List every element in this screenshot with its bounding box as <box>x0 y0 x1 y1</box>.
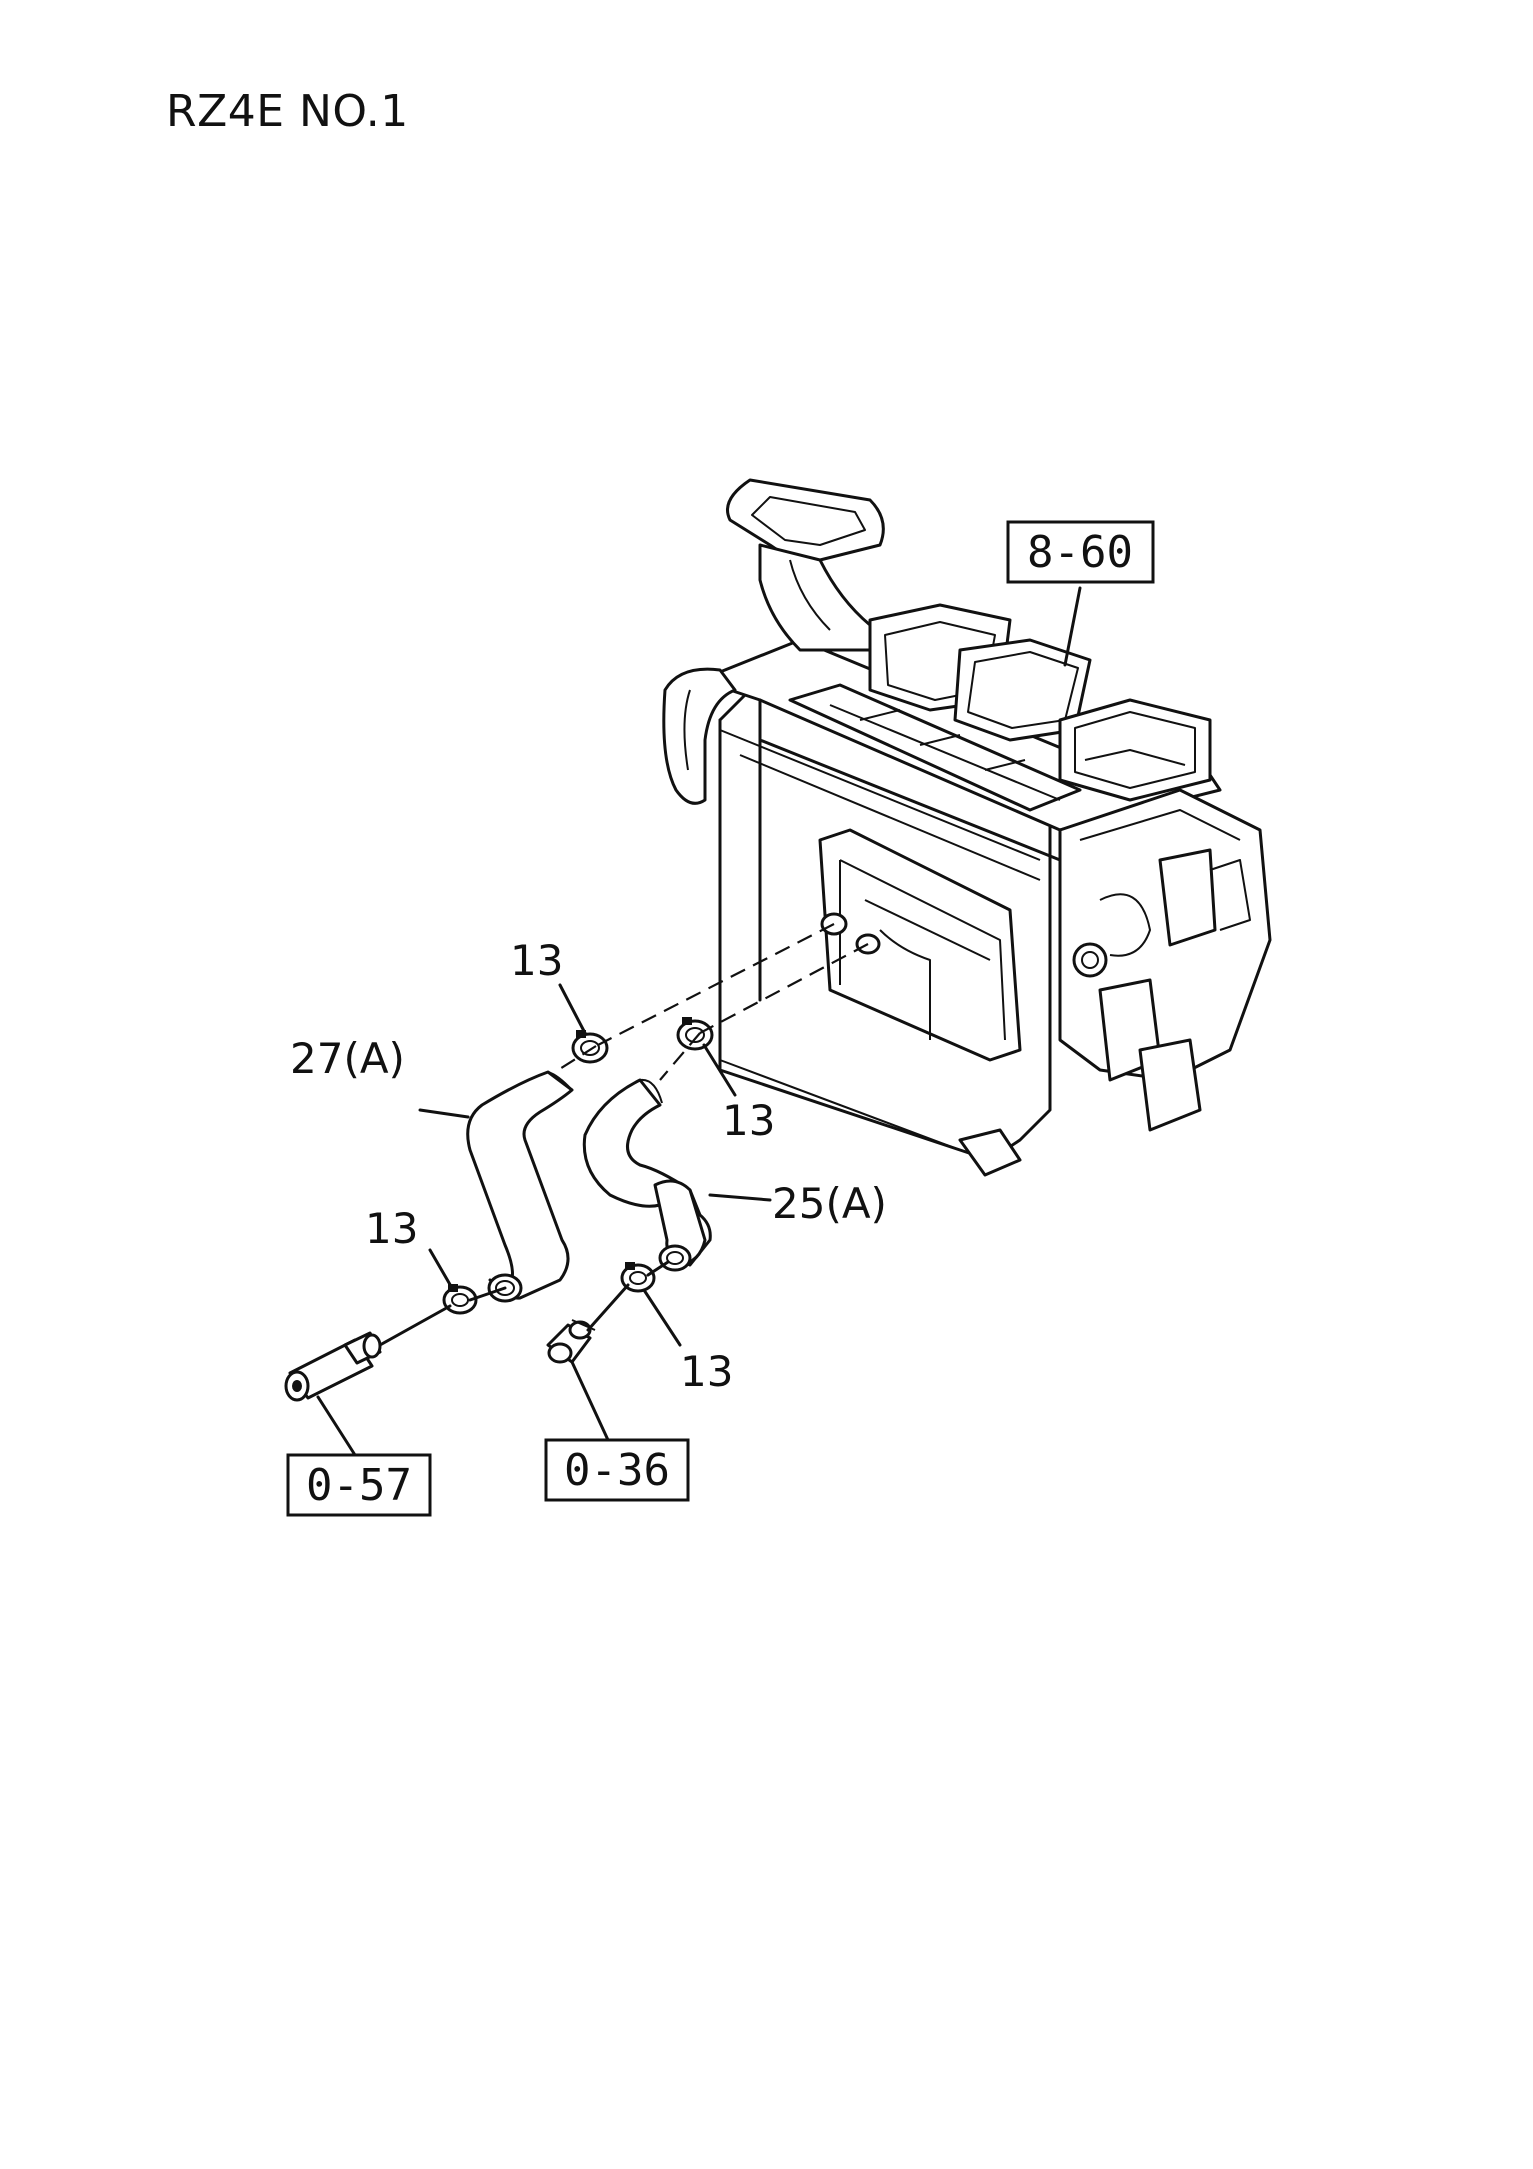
clamp-lower-right <box>620 1262 656 1293</box>
clamp-label-13-upper-right: 13 <box>722 1096 775 1145</box>
pipe-fitting-036 <box>546 1319 596 1364</box>
callout-text-860: 8-60 <box>1027 527 1133 578</box>
callout-text-036: 0-36 <box>564 1445 670 1496</box>
callout-text-057: 0-57 <box>306 1460 412 1511</box>
pipe-fitting-057 <box>284 1331 382 1402</box>
hose-27a <box>466 1070 574 1303</box>
callout-ref-036: 0-36 <box>544 1438 690 1502</box>
clamp-label-13-upper-left: 13 <box>510 936 563 985</box>
clamp-upper-right <box>676 1017 714 1051</box>
callout-ref-057: 0-57 <box>286 1453 432 1517</box>
heater-unit-assembly <box>662 478 1272 1177</box>
part-label-27a: 27(A) <box>290 1034 405 1083</box>
clamp-label-13-lower-left: 13 <box>365 1204 418 1253</box>
connection-lines <box>378 923 869 1347</box>
clamp-upper-left <box>571 1030 609 1064</box>
callout-ref-860: 8-60 <box>1006 520 1155 584</box>
clamp-label-13-lower-right: 13 <box>680 1347 733 1396</box>
page-title: RZ4E NO.1 <box>166 86 409 137</box>
leader-lines <box>316 983 772 1457</box>
part-label-25a: 25(A) <box>772 1179 887 1228</box>
hose-25a <box>582 1078 712 1272</box>
